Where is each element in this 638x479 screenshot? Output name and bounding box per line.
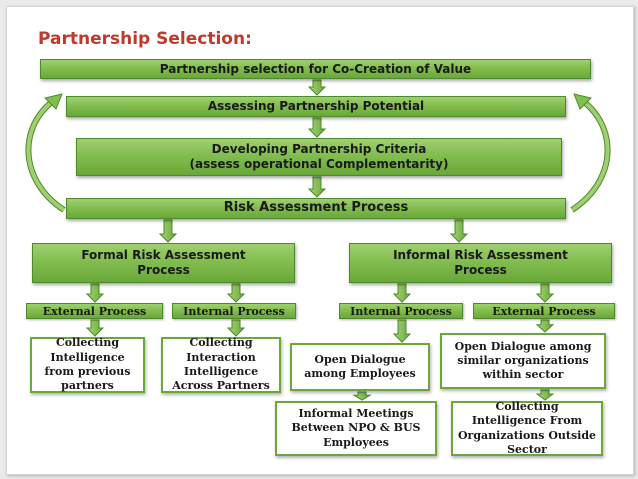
informal-external-process: External Process [473,303,615,319]
arrow-informal-external-to-item2 [535,389,555,401]
arrow-assessing-to-criteria [307,117,327,138]
formal-risk-heading: Formal Risk Assessment Process [32,243,295,283]
arrow-informal-to-internal [392,283,412,303]
informal-external-item: Open Dialogue among similar organization… [440,333,606,389]
step-risk-assessment: Risk Assessment Process [66,198,566,219]
formal-external-process-label: External Process [42,304,147,318]
formal-internal-item-text: Collecting Interaction Intelligence Acro… [172,336,270,393]
informal-external-item-2-text: Collecting Intelligence From Organizatio… [457,399,597,456]
informal-external-item-text: Open Dialogue among similar organization… [454,339,592,382]
arrow-risk-to-informal [449,219,469,243]
left-cycle-arrow [25,93,66,213]
informal-internal-item: Open Dialogue among Employees [290,343,430,391]
page-title: Partnership Selection: [38,29,252,49]
right-cycle-arrow [570,93,611,213]
formal-external-process: External Process [26,303,163,319]
arrow-informal-internal-to-item2 [352,391,372,401]
step-partnership-selection-label: Partnership selection for Co-Creation of… [159,61,472,76]
informal-risk-heading: Informal Risk Assessment Process [349,243,612,283]
formal-external-item-text: Collecting Intelligence from previous pa… [44,336,131,393]
formal-external-item: Collecting Intelligence from previous pa… [30,336,145,393]
arrow-informal-external-to-item [535,319,555,333]
informal-internal-process-label: Internal Process [350,304,452,318]
informal-internal-process: Internal Process [339,303,463,319]
step-developing-criteria-line2: (assess operational Complementarity) [189,157,449,171]
arrow-criteria-to-risk [307,176,327,198]
arrow-selection-to-assessing [307,79,327,96]
informal-internal-item-text: Open Dialogue among Employees [304,352,416,380]
formal-risk-heading-label: Formal Risk Assessment Process [81,248,246,277]
informal-internal-item-2: Informal Meetings Between NPO & BUS Empl… [275,401,437,456]
informal-internal-item-2-text: Informal Meetings Between NPO & BUS Empl… [291,407,421,449]
arrow-informal-to-external [535,283,555,303]
arrow-external-to-item [85,319,105,337]
informal-risk-heading-label: Informal Risk Assessment Process [393,248,568,277]
step-partnership-selection: Partnership selection for Co-Creation of… [40,59,591,79]
informal-external-process-label: External Process [492,304,596,318]
arrow-formal-to-external [85,283,105,303]
arrow-risk-to-formal [158,219,178,243]
arrow-informal-internal-to-item [392,319,412,343]
step-developing-criteria-line1: Developing Partnership Criteria [211,142,427,156]
informal-external-item-2: Collecting Intelligence From Organizatio… [451,399,603,456]
formal-internal-process-label: Internal Process [183,304,285,318]
formal-internal-item: Collecting Interaction Intelligence Acro… [161,336,281,393]
step-assessing-potential: Assessing Partnership Potential [66,96,566,117]
step-assessing-potential-label: Assessing Partnership Potential [207,99,425,113]
step-developing-criteria: Developing Partnership Criteria (assess … [76,138,562,176]
formal-internal-process: Internal Process [172,303,296,319]
arrow-internal-to-item [226,319,246,337]
arrow-formal-to-internal [226,283,246,303]
step-risk-assessment-label: Risk Assessment Process [223,200,409,216]
